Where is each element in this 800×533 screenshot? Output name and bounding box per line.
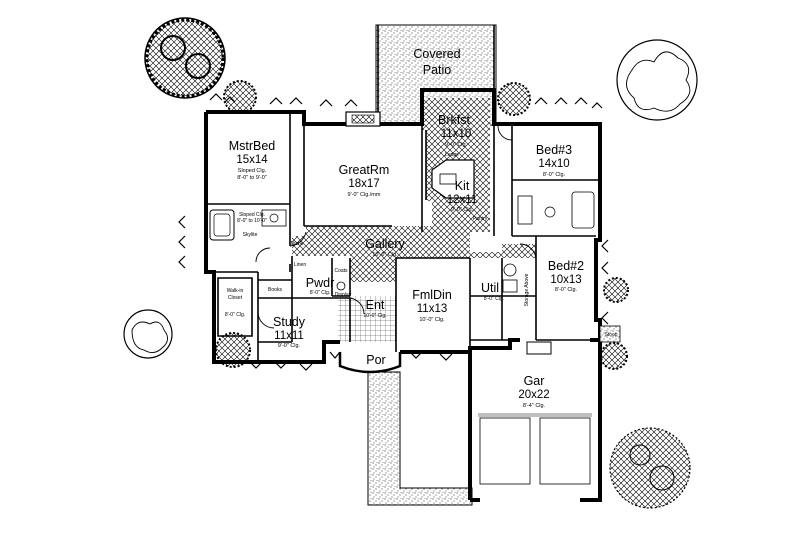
- room-brkfst: Brkfst 11x10 9'-0" Clg.: [438, 113, 471, 148]
- room-por: Por: [366, 353, 385, 367]
- great-name: GreatRm: [339, 163, 390, 177]
- gar-name: Gar: [524, 374, 545, 388]
- exterior-walls: [204, 88, 602, 502]
- tree-icon: [123, 309, 173, 359]
- ent-name: Ent: [366, 298, 385, 312]
- gar-size: 20x22: [518, 389, 549, 401]
- interior-walls: [206, 112, 600, 362]
- patio-label-line2: Patio: [423, 63, 452, 77]
- front-walkway: [367, 371, 473, 506]
- closet-ceiling: 8'-0" Clg.: [225, 312, 245, 318]
- bed2-ceiling: 8'-0" Clg.: [555, 287, 578, 293]
- bed2-size: 10x13: [550, 274, 581, 286]
- bed3-size: 14x10: [538, 158, 569, 170]
- room-gar: Gar 20x22 8'-4" Clg.: [518, 374, 549, 409]
- kit-size: 12x11: [447, 194, 477, 206]
- bed3-ceiling: 8'-0" Clg.: [543, 172, 566, 178]
- pantry-note: Pantry: [473, 216, 488, 222]
- gallery-name: Gallery: [365, 237, 405, 251]
- room-ent: Ent 10'-0" Clg.: [363, 298, 386, 319]
- tree-icon: [616, 39, 698, 121]
- room-pwdr: Pwdr 8'-0" Clg.: [306, 276, 334, 296]
- gallery-ceiling: 10'-0" Clg.: [372, 252, 398, 258]
- ent-ceiling: 10'-0" Clg.: [363, 313, 386, 319]
- niche-note: Niche: [291, 241, 304, 247]
- skylite-note: Skylite: [243, 232, 258, 238]
- patio-label-line1: Covered: [413, 47, 460, 61]
- bath-ceiling-1: Sloped Clg.: [239, 212, 265, 218]
- study-name: Study: [273, 315, 306, 329]
- room-greatrm: GreatRm 18x17 9'-0" Clg./mm: [339, 163, 390, 198]
- fmldin-name: FmlDin: [412, 288, 452, 302]
- bed3-name: Bed#3: [536, 143, 572, 157]
- closet-line1: Walk-in: [227, 288, 244, 294]
- room-bed2: Bed#2 10x13 8'-0" Clg.: [548, 259, 584, 293]
- brkfst-ceiling: 9'-0" Clg.: [445, 142, 468, 148]
- room-labels: Brkfst 11x10 9'-0" Clg. Bed#3 14x10 8'-0…: [225, 113, 584, 409]
- room-closet: Walk-in Closet 8'-0" Clg.: [225, 288, 245, 318]
- storage-note: Storage Above: [524, 273, 530, 306]
- ledge-note: Ledge: [445, 152, 459, 158]
- pwdr-ceiling: 8'-0" Clg.: [310, 290, 330, 296]
- study-ceiling: 9'-0" Clg.: [278, 343, 301, 349]
- books-note: Books: [268, 287, 282, 293]
- study-size: 11x11: [274, 330, 304, 342]
- mstr-ceiling-1: Sloped Clg.: [238, 168, 267, 174]
- por-name: Por: [366, 353, 385, 367]
- bath-ceiling-2: 8'-0" to 10'-0": [237, 218, 267, 224]
- fmldin-size: 11x13: [417, 303, 447, 315]
- mstr-ceiling-2: 8'-0" to 9'-0": [237, 175, 267, 181]
- room-kit: Kit 12x11 9'-0" Clg.: [447, 179, 477, 213]
- room-bed3: Bed#3 14x10 8'-0" Clg.: [536, 143, 572, 178]
- pwdr-name: Pwdr: [306, 276, 334, 290]
- great-size: 18x17: [348, 178, 379, 190]
- room-mstrbed: MstrBed 15x14 Sloped Clg. 8'-0" to 9'-0": [229, 139, 276, 181]
- plan-notes: Sloped Clg. 8'-0" to 10'-0" Skylite Book…: [237, 152, 618, 338]
- stoop-note: Stoop: [604, 332, 617, 338]
- room-util: Util 8'-0" Clg.: [481, 281, 504, 302]
- room-study: Study 11x11 9'-0" Clg.: [273, 315, 306, 349]
- coats-note: Coats: [334, 268, 348, 274]
- util-ceiling: 8'-0" Clg.: [484, 296, 504, 302]
- plants-row-icon: [178, 93, 609, 371]
- room-fmldin: FmlDin 11x13 10'-0" Clg.: [412, 288, 452, 323]
- kit-ceiling: 9'-0" Clg.: [451, 207, 474, 213]
- gar-ceiling: 8'-4" Clg.: [523, 403, 546, 409]
- mstr-name: MstrBed: [229, 139, 276, 153]
- bed2-name: Bed#2: [548, 259, 584, 273]
- fixtures: [209, 111, 621, 485]
- shrub-icon: [215, 80, 629, 370]
- landscape: [123, 17, 698, 509]
- linen-note: Linen: [294, 262, 306, 268]
- kit-name: Kit: [455, 179, 470, 193]
- display-note: Display: [335, 292, 352, 298]
- brkfst-name: Brkfst: [438, 113, 470, 127]
- great-ceiling: 9'-0" Clg./mm: [348, 192, 381, 198]
- brkfst-size: 11x10: [441, 128, 471, 140]
- fmldin-ceiling: 10'-0" Clg.: [419, 317, 445, 323]
- tiled-floor-areas: [292, 98, 536, 342]
- mstr-size: 15x14: [236, 154, 268, 166]
- util-name: Util: [481, 281, 499, 295]
- closet-line2: Closet: [228, 295, 243, 301]
- tree-icon: [144, 17, 226, 99]
- tree-icon: [609, 427, 691, 509]
- room-gallery: Gallery 10'-0" Clg.: [365, 237, 405, 258]
